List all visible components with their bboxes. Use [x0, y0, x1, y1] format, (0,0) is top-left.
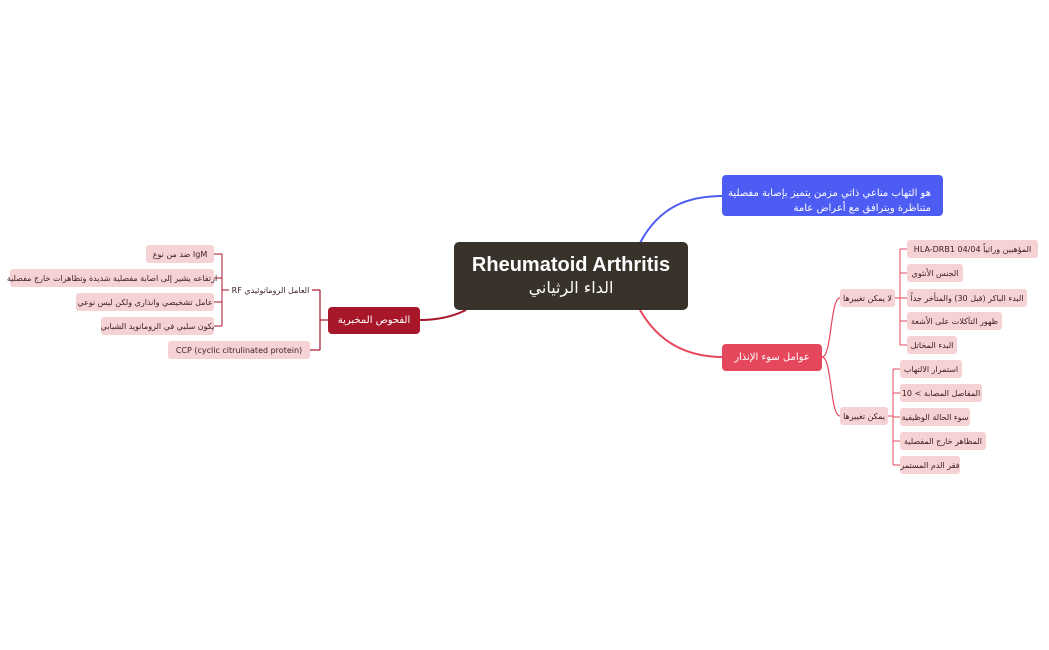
unchangeable-node[interactable]: لا يمكن تغييرها [840, 289, 895, 307]
link-changeable [821, 356, 841, 417]
definition-node[interactable]: هو التهاب مناعي ذاتي مزمن يتميز بإصابة م… [722, 175, 943, 216]
unchangeable-item[interactable]: البدء الباكر (قبل 30) والمتأخر جداً [907, 289, 1027, 307]
central-title-ar: الداء الرثياني [528, 278, 614, 297]
unchangeable-item-label: الجنس الأنثوي [911, 268, 959, 278]
unchangeable-bracket [895, 248, 907, 346]
poor-prognosis-label: عوامل سوء الإنذار [734, 352, 810, 363]
central-topic[interactable]: Rheumatoid Arthritis الداء الرثياني [454, 242, 688, 310]
rf-node[interactable]: RF العامل الروماتوئيدي [229, 281, 312, 299]
unchangeable-item-label: البدء الباكر (قبل 30) والمتأخر جداً [910, 293, 1024, 303]
rf-item-label: يكون سلبي في الروماتويد الشبابي [100, 321, 215, 331]
lab-bracket [310, 289, 328, 351]
changeable-item-label: المظاهر خارج المفصلية [903, 436, 983, 446]
link-lab-tests [419, 309, 467, 321]
rf-item[interactable]: ضد من نوع IgM [146, 245, 214, 263]
changeable-item[interactable]: المفاصل المصابة > 10 [900, 384, 982, 402]
rf-label: RF العامل الروماتوئيدي [231, 285, 310, 295]
rf-item[interactable]: ارتفاعه يشير إلى اصابة مفصلية شديدة وتظا… [6, 269, 218, 287]
definition-line-1: هو التهاب مناعي ذاتي مزمن يتميز بإصابة م… [728, 188, 931, 199]
changeable-item-label: استمرار الالتهاب [903, 364, 959, 374]
changeable-item-label: سوء الحالة الوظيفية [901, 412, 969, 422]
poor-prognosis-node[interactable]: عوامل سوء الإنذار [722, 344, 822, 371]
unchangeable-item-label: ظهور التآكلات على الأشعة [910, 316, 999, 326]
changeable-item[interactable]: فقر الدم المستمر [900, 456, 960, 474]
changeable-item[interactable]: استمرار الالتهاب [900, 360, 962, 378]
changeable-label: يمكن تغييرها [843, 411, 885, 421]
rf-item-label: عامل تشخيصي وانذاري ولكن ليس نوعي [77, 297, 213, 307]
changeable-item-label: المفاصل المصابة > 10 [901, 388, 981, 398]
link-definition [639, 195, 724, 244]
rf-item[interactable]: عامل تشخيصي وانذاري ولكن ليس نوعي [76, 293, 214, 311]
rf-item[interactable]: يكون سلبي في الروماتويد الشبابي [101, 317, 214, 335]
rf-bracket [214, 253, 229, 327]
definition-line-2: متناظرة ويترافق مع أعراض عامة [793, 203, 931, 214]
unchangeable-item-label: البدء المخاتل [910, 340, 954, 350]
rf-item-label: ارتفاعه يشير إلى اصابة مفصلية شديدة وتظا… [6, 273, 218, 283]
central-title-en: Rheumatoid Arthritis [471, 254, 671, 276]
unchangeable-item[interactable]: HLA-DRB1 04/04 المؤهبين وراثياً [907, 240, 1038, 258]
ccp-node[interactable]: CCP (cyclic citrulinated protein) [168, 341, 310, 359]
lab-tests-node[interactable]: الفحوص المخبرية [328, 307, 420, 334]
changeable-node[interactable]: يمكن تغييرها [840, 407, 888, 425]
link-unchangeable [821, 297, 841, 358]
unchangeable-item[interactable]: الجنس الأنثوي [907, 264, 963, 282]
changeable-item[interactable]: المظاهر خارج المفصلية [900, 432, 986, 450]
unchangeable-item-label: HLA-DRB1 04/04 المؤهبين وراثياً [913, 244, 1032, 254]
rf-item-label: ضد من نوع IgM [152, 249, 208, 259]
lab-tests-label: الفحوص المخبرية [337, 315, 411, 326]
changeable-item[interactable]: سوء الحالة الوظيفية [900, 408, 970, 426]
link-poor-prognosis [639, 309, 724, 358]
changeable-item-label: فقر الدم المستمر [900, 460, 960, 470]
unchangeable-item[interactable]: ظهور التآكلات على الأشعة [907, 312, 1002, 330]
changeable-bracket [888, 368, 900, 466]
unchangeable-label: لا يمكن تغييرها [843, 293, 892, 303]
unchangeable-item[interactable]: البدء المخاتل [907, 336, 957, 354]
ccp-label: CCP (cyclic citrulinated protein) [175, 345, 303, 355]
